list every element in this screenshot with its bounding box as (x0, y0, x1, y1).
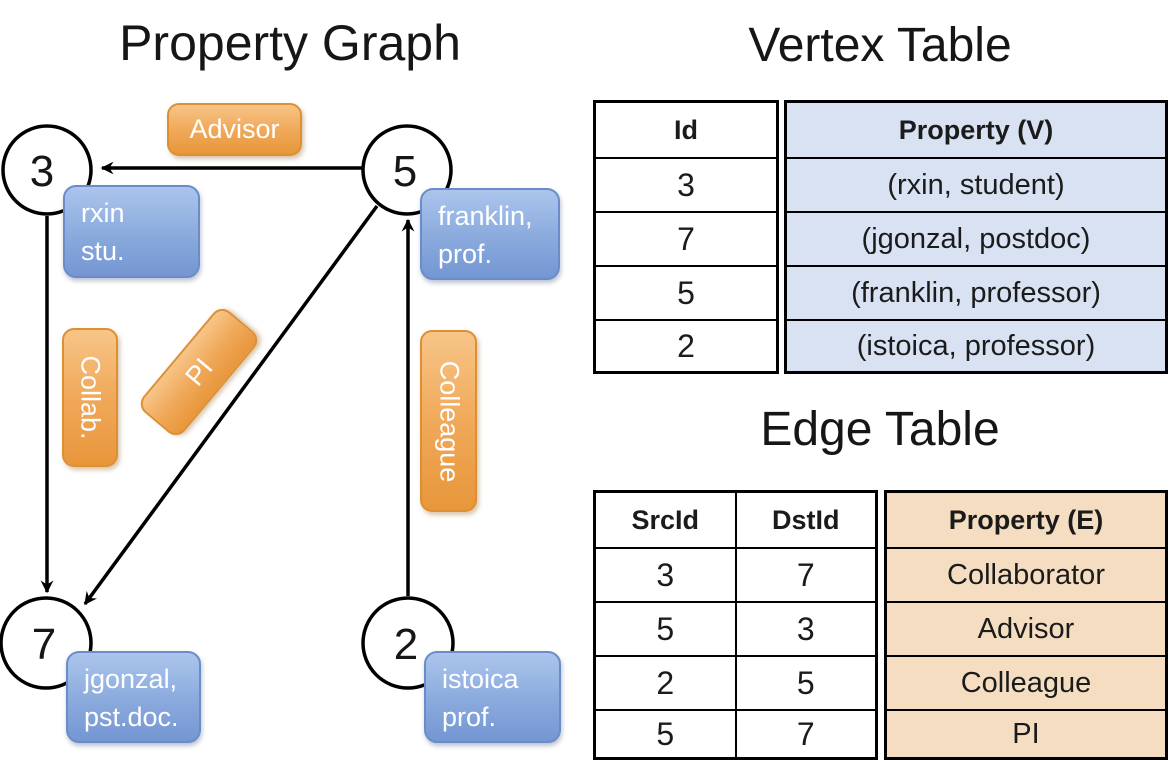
vertex-table-header-property: Property (V) (787, 103, 1165, 157)
edge-label-text: Collab. (75, 355, 106, 440)
edge-table-id-columns: SrcId DstId 3 7 5 3 2 5 5 7 (593, 490, 878, 760)
vertex-label-line: prof. (442, 702, 497, 732)
vertex-table-cell: 7 (596, 211, 776, 265)
vertex-table-cell: 5 (596, 265, 776, 319)
vertex-label-line: stu. (81, 236, 125, 266)
vertex-table-property-column: Property (V) (rxin, student) (jgonzal, p… (784, 100, 1168, 374)
vertex-label-2: istoica prof. (424, 651, 561, 743)
edge-table-property-column: Property (E) Collaborator Advisor Collea… (884, 490, 1168, 760)
vertex-label-line: prof. (438, 239, 493, 269)
edge-label-colleague: Colleague (420, 330, 477, 512)
edge-table-cell: PI (887, 709, 1165, 757)
node-id-5: 5 (393, 147, 417, 196)
node-id-7: 7 (32, 620, 56, 669)
vertex-label-line: rxin (81, 198, 125, 228)
property-graph-title: Property Graph (119, 15, 461, 71)
vertex-table-cell: 3 (596, 157, 776, 211)
edge-label-text: Colleague (434, 360, 464, 482)
vertex-label-line: pst.doc. (84, 702, 179, 732)
edge-table-cell: 2 (656, 664, 675, 701)
edge-label-text: PI (178, 352, 219, 392)
vertex-label-5: franklin, prof. (420, 188, 560, 280)
node-id-2: 2 (394, 620, 418, 669)
edge-table-cell: Collaborator (887, 547, 1165, 601)
edge-table-cell: 5 (656, 610, 675, 647)
edge-table-cell: 7 (734, 711, 876, 757)
edge-line-pi-5-to-7 (83, 204, 379, 606)
vertex-label-line: istoica (442, 664, 519, 694)
edge-table-header-dstid: DstId (734, 493, 876, 547)
edge-table-cell: 7 (734, 549, 876, 601)
vertex-table-cell: (rxin, student) (787, 157, 1165, 211)
edge-table-cell: 5 (656, 715, 675, 752)
edge-table-cell: Colleague (887, 655, 1165, 709)
vertex-table-cell: (franklin, professor) (787, 265, 1165, 319)
edge-table-header-property: Property (E) (887, 493, 1165, 547)
vertex-label-line: franklin, (438, 201, 533, 231)
edge-label-advisor: Advisor (167, 103, 302, 156)
vertex-table-cell: 2 (596, 319, 776, 371)
edge-table-cell: 3 (734, 603, 876, 655)
vertex-label-3: rxin stu. (63, 185, 200, 278)
vertex-table-title: Vertex Table (748, 19, 1012, 72)
edge-table-cell: 3 (656, 556, 675, 593)
node-id-3: 3 (30, 147, 54, 196)
edge-label-collab: Collab. (62, 328, 118, 467)
vertex-table-id-column: Id 3 7 5 2 (593, 100, 779, 374)
edge-table-header-srcid: SrcId (631, 504, 700, 535)
vertex-table-header-id: Id (674, 114, 698, 145)
vertex-label-7: jgonzal, pst.doc. (66, 651, 201, 743)
edge-table-cell: Advisor (887, 601, 1165, 655)
vertex-table-cell: (istoica, professor) (787, 319, 1165, 371)
edge-label-text: Advisor (189, 114, 280, 144)
edge-table-cell: 5 (734, 657, 876, 709)
edge-table-title: Edge Table (760, 403, 1000, 456)
vertex-label-line: jgonzal, (84, 664, 178, 694)
vertex-table-cell: (jgonzal, postdoc) (787, 211, 1165, 265)
